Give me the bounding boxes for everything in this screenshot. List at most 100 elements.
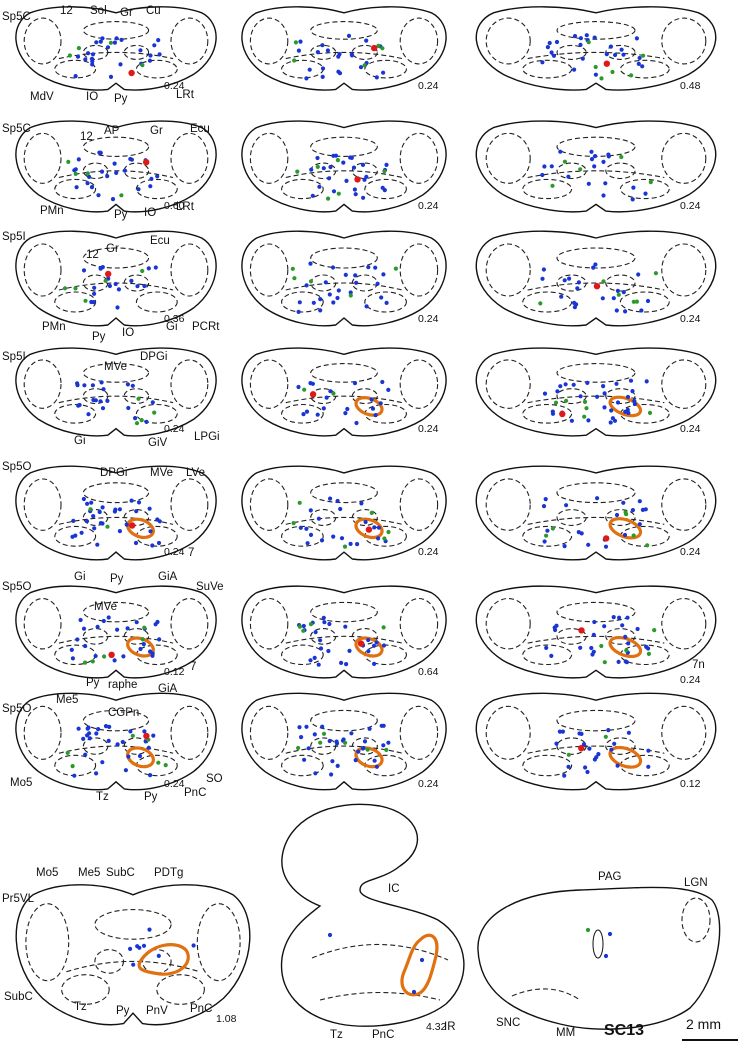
red-cell-marker — [578, 745, 585, 752]
blue-cell-marker — [73, 533, 78, 538]
region-label: PnV — [146, 1005, 168, 1017]
nucleus-outline — [556, 247, 636, 269]
blue-cell-marker — [76, 157, 81, 162]
blue-cell-marker — [554, 39, 560, 45]
blue-cell-marker — [366, 265, 371, 270]
blue-cell-marker — [138, 646, 143, 652]
blue-cell-marker — [90, 62, 95, 67]
nucleus-outline — [123, 44, 150, 60]
blue-cell-marker — [316, 516, 321, 521]
nucleus-outline — [281, 178, 324, 200]
blue-cell-marker — [595, 496, 600, 501]
blue-cell-marker — [326, 648, 331, 654]
blue-cell-marker — [562, 278, 567, 283]
green-cell-marker — [593, 64, 598, 70]
blue-cell-marker — [372, 525, 377, 530]
blue-cell-marker — [603, 953, 609, 959]
blue-cell-marker — [149, 176, 154, 181]
blue-cell-marker — [320, 74, 325, 79]
blue-cell-marker — [625, 394, 631, 400]
red-cell-marker — [143, 732, 150, 740]
blue-cell-marker — [352, 381, 358, 386]
green-cell-marker — [582, 399, 588, 404]
green-cell-marker — [384, 747, 389, 753]
blue-cell-marker — [316, 662, 321, 667]
blue-cell-marker — [592, 619, 597, 625]
blue-cell-marker — [95, 624, 100, 630]
green-cell-marker — [292, 276, 297, 281]
blue-cell-marker — [155, 619, 160, 625]
blue-cell-marker — [120, 739, 125, 745]
blue-cell-marker — [156, 38, 161, 43]
region-label: Tz — [74, 1001, 87, 1013]
green-cell-marker — [380, 46, 385, 51]
blue-cell-marker — [381, 643, 387, 648]
nucleus-outline — [619, 291, 670, 313]
nucleus-boundary — [511, 988, 581, 1001]
blue-cell-marker — [411, 989, 417, 995]
blue-cell-marker — [98, 150, 103, 155]
blue-cell-marker — [304, 409, 310, 414]
blue-cell-marker — [305, 541, 310, 546]
blue-cell-marker — [96, 193, 101, 198]
blue-cell-marker — [321, 166, 326, 171]
blue-cell-marker — [351, 165, 357, 170]
blue-cell-marker — [313, 630, 318, 635]
nuclei-group — [23, 17, 209, 79]
blue-cell-marker — [309, 167, 314, 172]
green-cell-marker — [564, 398, 569, 403]
blue-cell-marker — [630, 389, 635, 394]
blue-cell-marker — [584, 33, 589, 38]
nucleus-outline — [661, 132, 707, 184]
green-cell-marker — [602, 660, 607, 665]
region-label: Py — [92, 331, 106, 343]
blue-cell-marker — [107, 283, 112, 289]
green-cell-marker — [142, 625, 147, 630]
nucleus-outline — [249, 705, 289, 760]
blue-cell-marker — [549, 653, 554, 659]
blue-cell-marker — [354, 280, 359, 285]
blue-cell-marker — [100, 505, 105, 510]
blue-cell-marker — [301, 412, 306, 417]
green-cell-marker — [73, 171, 78, 176]
region-label: GiA — [158, 571, 178, 583]
blue-cell-marker — [343, 624, 348, 629]
nuclei-group — [25, 903, 241, 1005]
blue-cell-marker — [542, 164, 547, 169]
region-label: IO — [122, 327, 134, 339]
red-cell-marker — [128, 69, 135, 77]
blue-cell-marker — [157, 519, 162, 524]
region-label: LPGi — [194, 431, 220, 443]
blue-cell-marker — [637, 55, 642, 61]
blue-cell-marker — [296, 309, 301, 314]
section-outline — [475, 230, 717, 327]
region-label: MVe — [150, 467, 173, 479]
nucleus-outline — [82, 482, 150, 504]
nucleus-outline — [25, 903, 70, 982]
red-cell-marker — [354, 176, 361, 183]
blue-cell-marker — [623, 409, 628, 414]
nucleus-outline — [485, 132, 531, 184]
section-outline — [475, 6, 717, 91]
blue-cell-marker — [304, 76, 309, 81]
green-cell-marker — [67, 53, 72, 58]
blue-cell-marker — [310, 381, 315, 386]
region-label: IC — [388, 883, 400, 895]
nucleus-outline — [54, 178, 97, 200]
blue-cell-marker — [361, 745, 366, 751]
blue-cell-marker — [94, 40, 99, 45]
nucleus-outline — [605, 737, 636, 755]
nucleus-outline — [485, 17, 531, 65]
nuclei-group — [249, 597, 439, 666]
blue-cell-marker — [328, 164, 333, 170]
region-label: 7 — [188, 547, 194, 559]
blue-cell-marker — [126, 405, 131, 411]
nuclei-group — [485, 243, 707, 313]
blue-cell-marker — [100, 760, 105, 765]
nucleus-outline — [135, 178, 178, 200]
blue-cell-marker — [625, 615, 630, 620]
blue-cell-marker — [611, 296, 616, 301]
blue-cell-marker — [92, 526, 97, 531]
green-cell-marker — [318, 740, 323, 745]
region-label: Sp5I — [2, 231, 26, 243]
